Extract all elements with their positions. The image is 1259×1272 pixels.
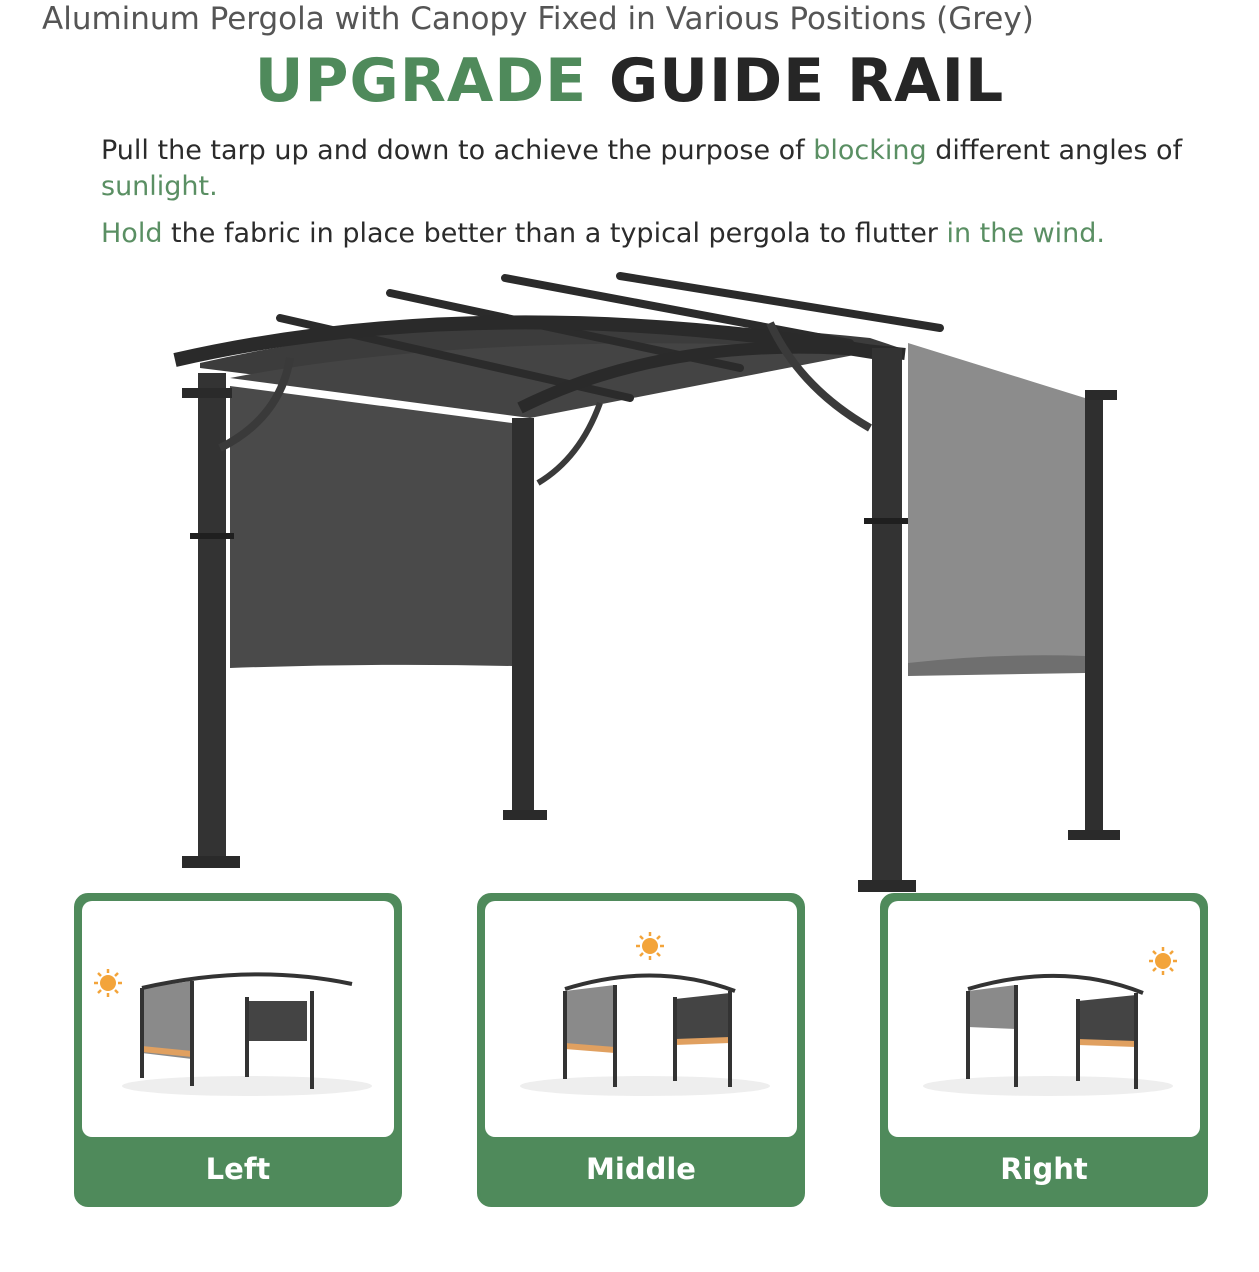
description-highlight: Hold [101,218,163,249]
pergola-post-base [858,880,916,892]
sun-icon [636,932,664,960]
page-title: Aluminum Pergola with Canopy Fixed in Va… [42,1,1034,37]
pergola-post-base [1068,830,1120,840]
description-text: the fabric in place better than a typica… [162,218,947,249]
pergola-hero-image [173,272,1120,892]
sun-icon [94,969,122,997]
headline-accent: UPGRADE [254,46,588,116]
description-highlight: in the wind. [946,218,1105,249]
side-arch-beam [517,341,906,414]
position-label: Right [1000,1152,1088,1186]
description-highlight: sunlight. [101,171,218,202]
right-shade-panel [908,343,1085,673]
pergola-post [872,348,902,888]
pergola-post [1085,398,1103,838]
sun-icon [1149,947,1177,975]
position-card-image [888,901,1200,1137]
description-line-1: Pull the tarp up and down to achieve the… [101,133,1231,205]
position-label: Left [205,1152,271,1186]
position-label: Middle [586,1152,696,1186]
description-highlight: blocking [813,135,927,166]
pergola-mini-right [923,974,1173,1096]
banner-headline: UPGRADE GUIDE RAIL [0,46,1259,116]
guide-rail [766,321,872,432]
beam-end-cap [1085,390,1117,400]
description-text: Pull the tarp up and down to achieve the… [101,135,814,166]
beam-end-cap [182,388,232,398]
position-card-image [485,901,797,1137]
pergola-mini-middle [520,973,770,1096]
headline-main: GUIDE RAIL [609,46,1005,116]
position-card-left[interactable]: Left [74,893,402,1207]
guide-rail [536,401,603,486]
position-card-image [82,901,394,1137]
post-bracket [864,518,910,524]
post-bracket [190,533,234,539]
pergola-post [512,418,534,818]
description-line-2: Hold the fabric in place better than a t… [101,216,1231,252]
right-shade-roll [908,655,1085,676]
pergola-mini-left [122,972,372,1096]
position-card-middle[interactable]: Middle [477,893,805,1207]
pergola-post-base [503,810,547,820]
left-shade-panel [230,386,512,668]
description-text: different angles of [926,135,1183,166]
guide-rail [218,357,294,452]
pergola-post [198,373,226,863]
pergola-post-base [182,856,240,868]
position-card-right[interactable]: Right [880,893,1208,1207]
